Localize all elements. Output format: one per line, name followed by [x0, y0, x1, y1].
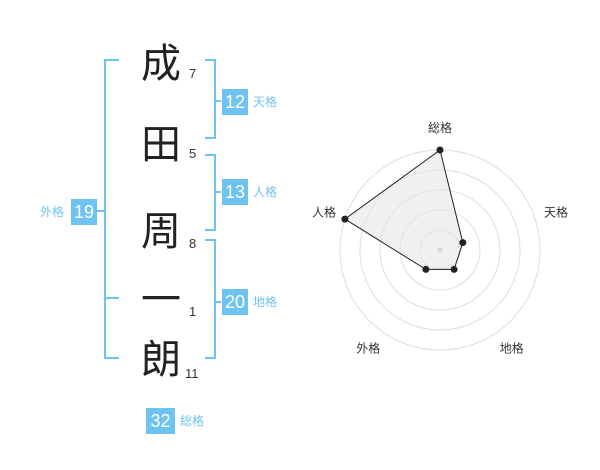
- stroke-count-2: 5: [189, 146, 197, 161]
- radar-point-1: [436, 146, 444, 154]
- radar-axis-label-1: 総格: [428, 120, 452, 135]
- tenkaku-label: 天格: [253, 95, 278, 109]
- gaikaku-bracket-outer: [104, 59, 119, 359]
- radar-point-3: [450, 265, 458, 273]
- name-char-5: 朗: [141, 337, 181, 383]
- tenkaku-value: 12: [222, 89, 248, 115]
- radar-point-4: [422, 265, 430, 273]
- stroke-count-3: 8: [189, 236, 197, 251]
- jinkaku-value: 13: [222, 179, 248, 205]
- gaikaku-label: 外格: [40, 205, 65, 219]
- chikaku-value: 20: [222, 289, 248, 315]
- stroke-count-1: 7: [189, 66, 197, 81]
- stroke-count-5: 11: [185, 366, 199, 381]
- name-char-3: 周: [141, 209, 181, 255]
- soukaku-value: 32: [146, 408, 175, 434]
- radar-axis-label-4: 外格: [356, 341, 380, 356]
- radar-axis-label-5: 人格: [312, 204, 336, 219]
- name-char-2: 田: [141, 122, 181, 168]
- name-char-4: 一: [141, 277, 181, 323]
- chikaku-bracket: [205, 239, 216, 359]
- radar-axis-label-3: 地格: [500, 341, 524, 356]
- radar-point-5: [341, 215, 349, 223]
- gaikaku-value: 19: [71, 199, 97, 225]
- jinkaku-label: 人格: [253, 185, 278, 199]
- chikaku-label: 地格: [253, 295, 278, 309]
- radar-axis-label-2: 天格: [544, 204, 568, 219]
- soukaku-label: 総格: [180, 414, 205, 428]
- radar-point-2: [459, 239, 467, 247]
- stroke-count-4: 1: [189, 304, 197, 319]
- tenkaku-bracket: [205, 59, 216, 139]
- name-char-1: 成: [141, 41, 181, 87]
- radar-series-polygon: [343, 149, 464, 270]
